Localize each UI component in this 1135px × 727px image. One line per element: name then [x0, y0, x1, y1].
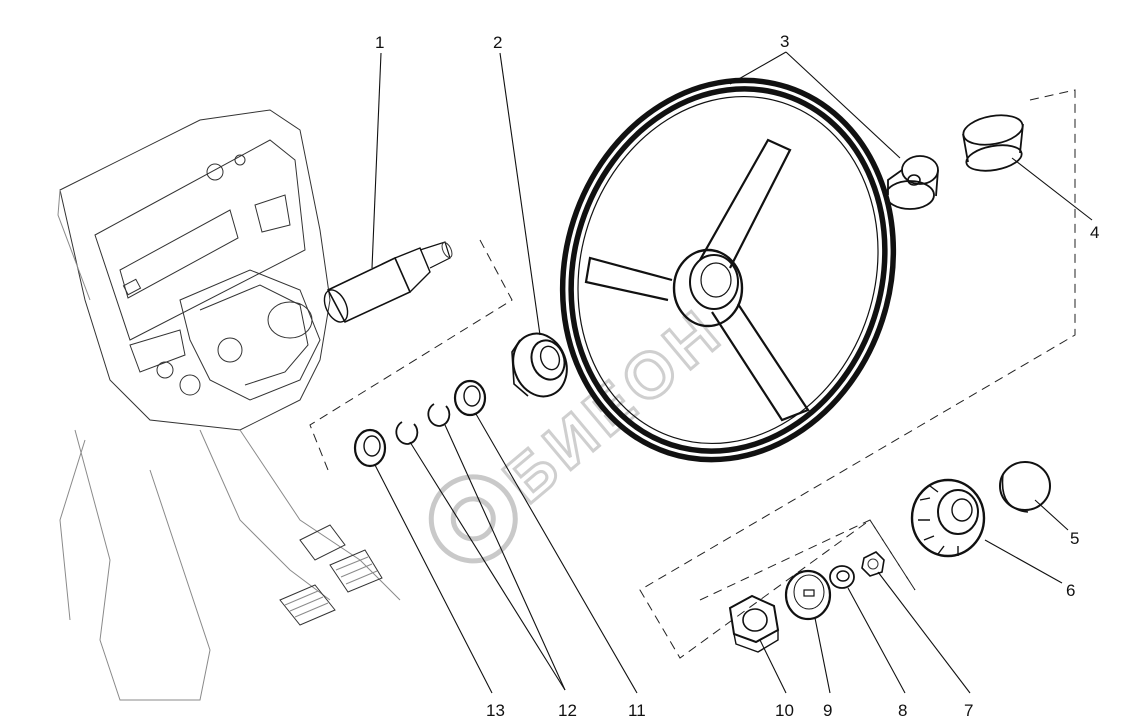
- group-boundary-inner: [699, 519, 916, 601]
- callout-13: 13: [486, 701, 505, 720]
- snap-ring-a-part: [427, 403, 451, 427]
- leader-9: [814, 617, 831, 694]
- leader-12a: [444, 424, 566, 691]
- callout-1: 1: [375, 33, 384, 52]
- hex-nut-part: [728, 594, 780, 653]
- leader-7: [877, 571, 971, 694]
- leader-5: [1034, 499, 1069, 531]
- washer-small-part: [829, 565, 855, 589]
- sleeve-part: [962, 114, 1024, 172]
- leader-3a: [729, 51, 787, 85]
- leader-12b: [409, 441, 566, 691]
- plate-washer-part: [784, 569, 832, 621]
- leader-11: [475, 413, 638, 694]
- callout-8: 8: [898, 701, 907, 720]
- splined-nut-part: [910, 478, 986, 558]
- callout-3: 3: [780, 32, 789, 51]
- leader-lines: [371, 51, 1093, 694]
- callout-10: 10: [775, 701, 794, 720]
- dashboard-assembly: [57, 109, 453, 701]
- steering-wheel-part: [559, 77, 897, 463]
- washer-11-part: [453, 379, 487, 417]
- callout-9: 9: [823, 701, 832, 720]
- leader-3b: [785, 51, 901, 159]
- group-boundary-left: [309, 239, 513, 471]
- snap-ring-b-part: [395, 421, 419, 445]
- leader-8: [847, 587, 906, 694]
- hub-bushing-part: [885, 155, 939, 210]
- callout-labels: 1 2 3 4 5 6 7 8 9 10 11 12 13: [375, 32, 1099, 720]
- callout-2: 2: [493, 33, 502, 52]
- leader-6: [984, 539, 1063, 584]
- callout-12: 12: [558, 701, 577, 720]
- callout-6: 6: [1066, 581, 1075, 600]
- callout-7: 7: [964, 701, 973, 720]
- leader-10: [759, 639, 787, 694]
- washer-13-part: [353, 428, 387, 468]
- leader-1: [371, 52, 382, 269]
- leader-13: [374, 464, 493, 694]
- callout-4: 4: [1090, 223, 1099, 242]
- leader-4: [1011, 157, 1093, 221]
- callout-11: 11: [628, 701, 646, 720]
- group-boundary-right: [639, 89, 1076, 659]
- small-nut-part: [861, 551, 885, 577]
- bearing-part: [511, 332, 568, 398]
- cap-part: [999, 461, 1051, 513]
- callout-5: 5: [1070, 529, 1079, 548]
- leader-2: [499, 52, 541, 336]
